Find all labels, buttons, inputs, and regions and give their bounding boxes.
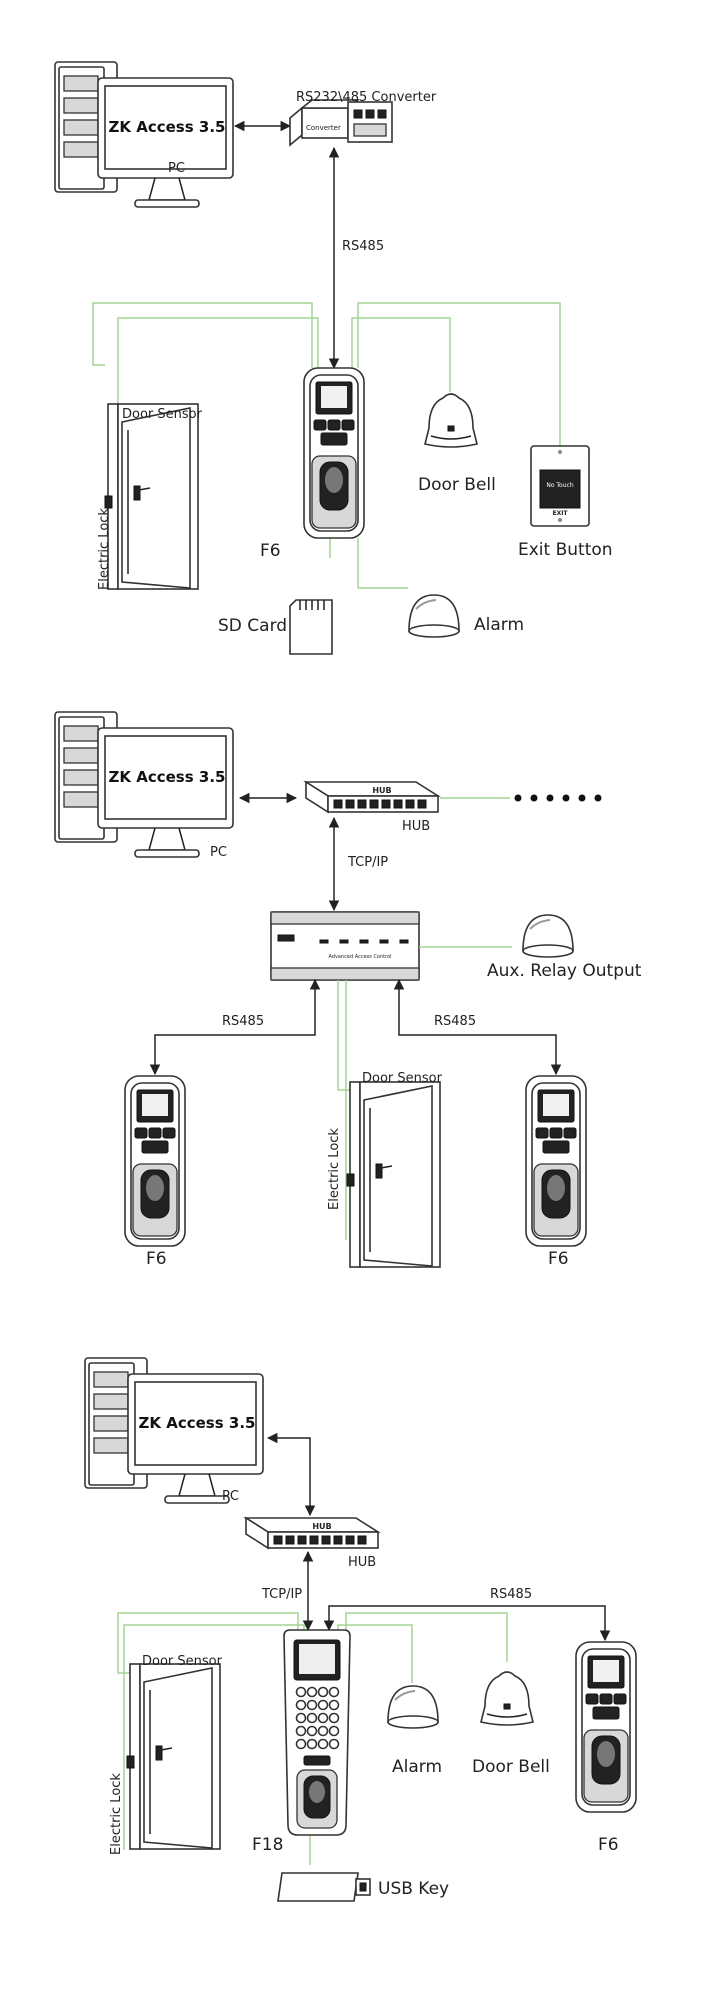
wire-door-sensor-2 [337, 980, 350, 1091]
sd-card-label: SD Card [218, 616, 287, 636]
pc-2: ZK Access 3.5 [54, 711, 234, 858]
wire-exit-button [357, 302, 561, 446]
hub-label: HUB [348, 1555, 376, 1570]
rs485-left-link [149, 978, 321, 1076]
rs485-label: RS485 [490, 1587, 532, 1602]
tcpip-label: TCP/IP [261, 1587, 302, 1602]
f6-label: F6 [598, 1835, 619, 1855]
rs232-485-converter: Converter [289, 99, 393, 147]
rs485-right-link [393, 978, 562, 1076]
f6-label: F6 [260, 541, 281, 561]
f18-device [283, 1629, 351, 1836]
alarm-label: Alarm [392, 1757, 442, 1777]
wire-door-bell [351, 317, 451, 392]
wire-alarm [357, 538, 408, 589]
door-1 [104, 403, 199, 590]
diagram-2: ZK Access 3.5 PC HUB HUB TCP/IP [54, 711, 642, 1269]
electric-lock-label: Electric Lock [327, 1128, 342, 1210]
pc-hub-link [266, 1432, 316, 1517]
electric-lock-label: Electric Lock [109, 1773, 124, 1855]
f6-left-label: F6 [146, 1249, 167, 1269]
rs485-link [323, 1605, 611, 1642]
diagram-3: ZK Access 3.5 PC HUB HUB TCP/IP RS485 Do… [84, 1357, 637, 1902]
rs485-left-label: RS485 [222, 1014, 264, 1029]
wire-door-sensor-3 [117, 1612, 299, 1674]
access-controller: Advanced Access Control [270, 911, 420, 981]
f6-device-3 [575, 1641, 637, 1813]
door-3 [126, 1663, 221, 1850]
f6-device-right [525, 1075, 587, 1247]
pc-screen-text: ZK Access 3.5 [109, 768, 226, 786]
pc-screen-text: ZK Access 3.5 [139, 1414, 256, 1432]
pc-3: ZK Access 3.5 [84, 1357, 264, 1504]
exit-button-label: Exit Button [518, 540, 613, 560]
f6-right-label: F6 [548, 1249, 569, 1269]
wire-alarm-3 [337, 1624, 413, 1683]
pc-label: PC [168, 161, 185, 176]
pc-label: PC [222, 1489, 239, 1504]
door-bell-1 [424, 393, 478, 448]
f18-label: F18 [252, 1835, 283, 1855]
converter-chip-text: Converter [306, 124, 341, 132]
hub-3: HUB [245, 1517, 379, 1549]
door-sensor-label: Door Sensor [122, 407, 203, 422]
alarm-1 [408, 594, 460, 638]
wire-door-bell-3 [345, 1612, 508, 1662]
alarm-label: Alarm [474, 615, 524, 635]
door-2 [346, 1081, 441, 1268]
exit-button: No Touch EXIT [530, 445, 590, 527]
sd-card [289, 599, 333, 655]
diagram-1: ZK Access 3.5 PC Converter RS232\485 Con… [54, 61, 613, 655]
door-bell-label: Door Bell [418, 475, 496, 495]
hub-chip-text: HUB [372, 786, 391, 795]
usb-key-label: USB Key [378, 1879, 449, 1899]
rs485-right-label: RS485 [434, 1014, 476, 1029]
door-bell-3 [480, 1671, 534, 1726]
pc-label: PC [210, 845, 227, 860]
hub-label: HUB [402, 819, 430, 834]
hub-chip-text: HUB [312, 1522, 331, 1531]
hub-2: HUB [305, 781, 439, 813]
controller-text: Advanced Access Control [328, 954, 391, 960]
usb-key [277, 1872, 371, 1902]
door-sensor-label: Door Sensor [142, 1654, 223, 1669]
tcpip-label: TCP/IP [347, 855, 388, 870]
continuation-dots [514, 794, 602, 802]
f6-device-left [124, 1075, 186, 1247]
aux-relay-dome [522, 914, 574, 958]
converter-label: RS232\485 Converter [296, 90, 437, 105]
door-sensor-label: Door Sensor [362, 1071, 443, 1086]
exit-face-bottom: EXIT [552, 510, 568, 517]
wire-electric-lock-3 [123, 1624, 305, 1850]
pc-1: ZK Access 3.5 [54, 61, 234, 208]
pc-screen-text: ZK Access 3.5 [109, 118, 226, 136]
aux-label: Aux. Relay Output [487, 961, 642, 981]
wire-door-sensor [92, 302, 313, 368]
f6-device-1 [303, 367, 365, 539]
door-bell-label: Door Bell [472, 1757, 550, 1777]
electric-lock-label: Electric Lock [97, 508, 112, 590]
alarm-3 [387, 1685, 439, 1729]
rs485-label: RS485 [342, 239, 384, 254]
exit-face-top: No Touch [546, 482, 573, 489]
